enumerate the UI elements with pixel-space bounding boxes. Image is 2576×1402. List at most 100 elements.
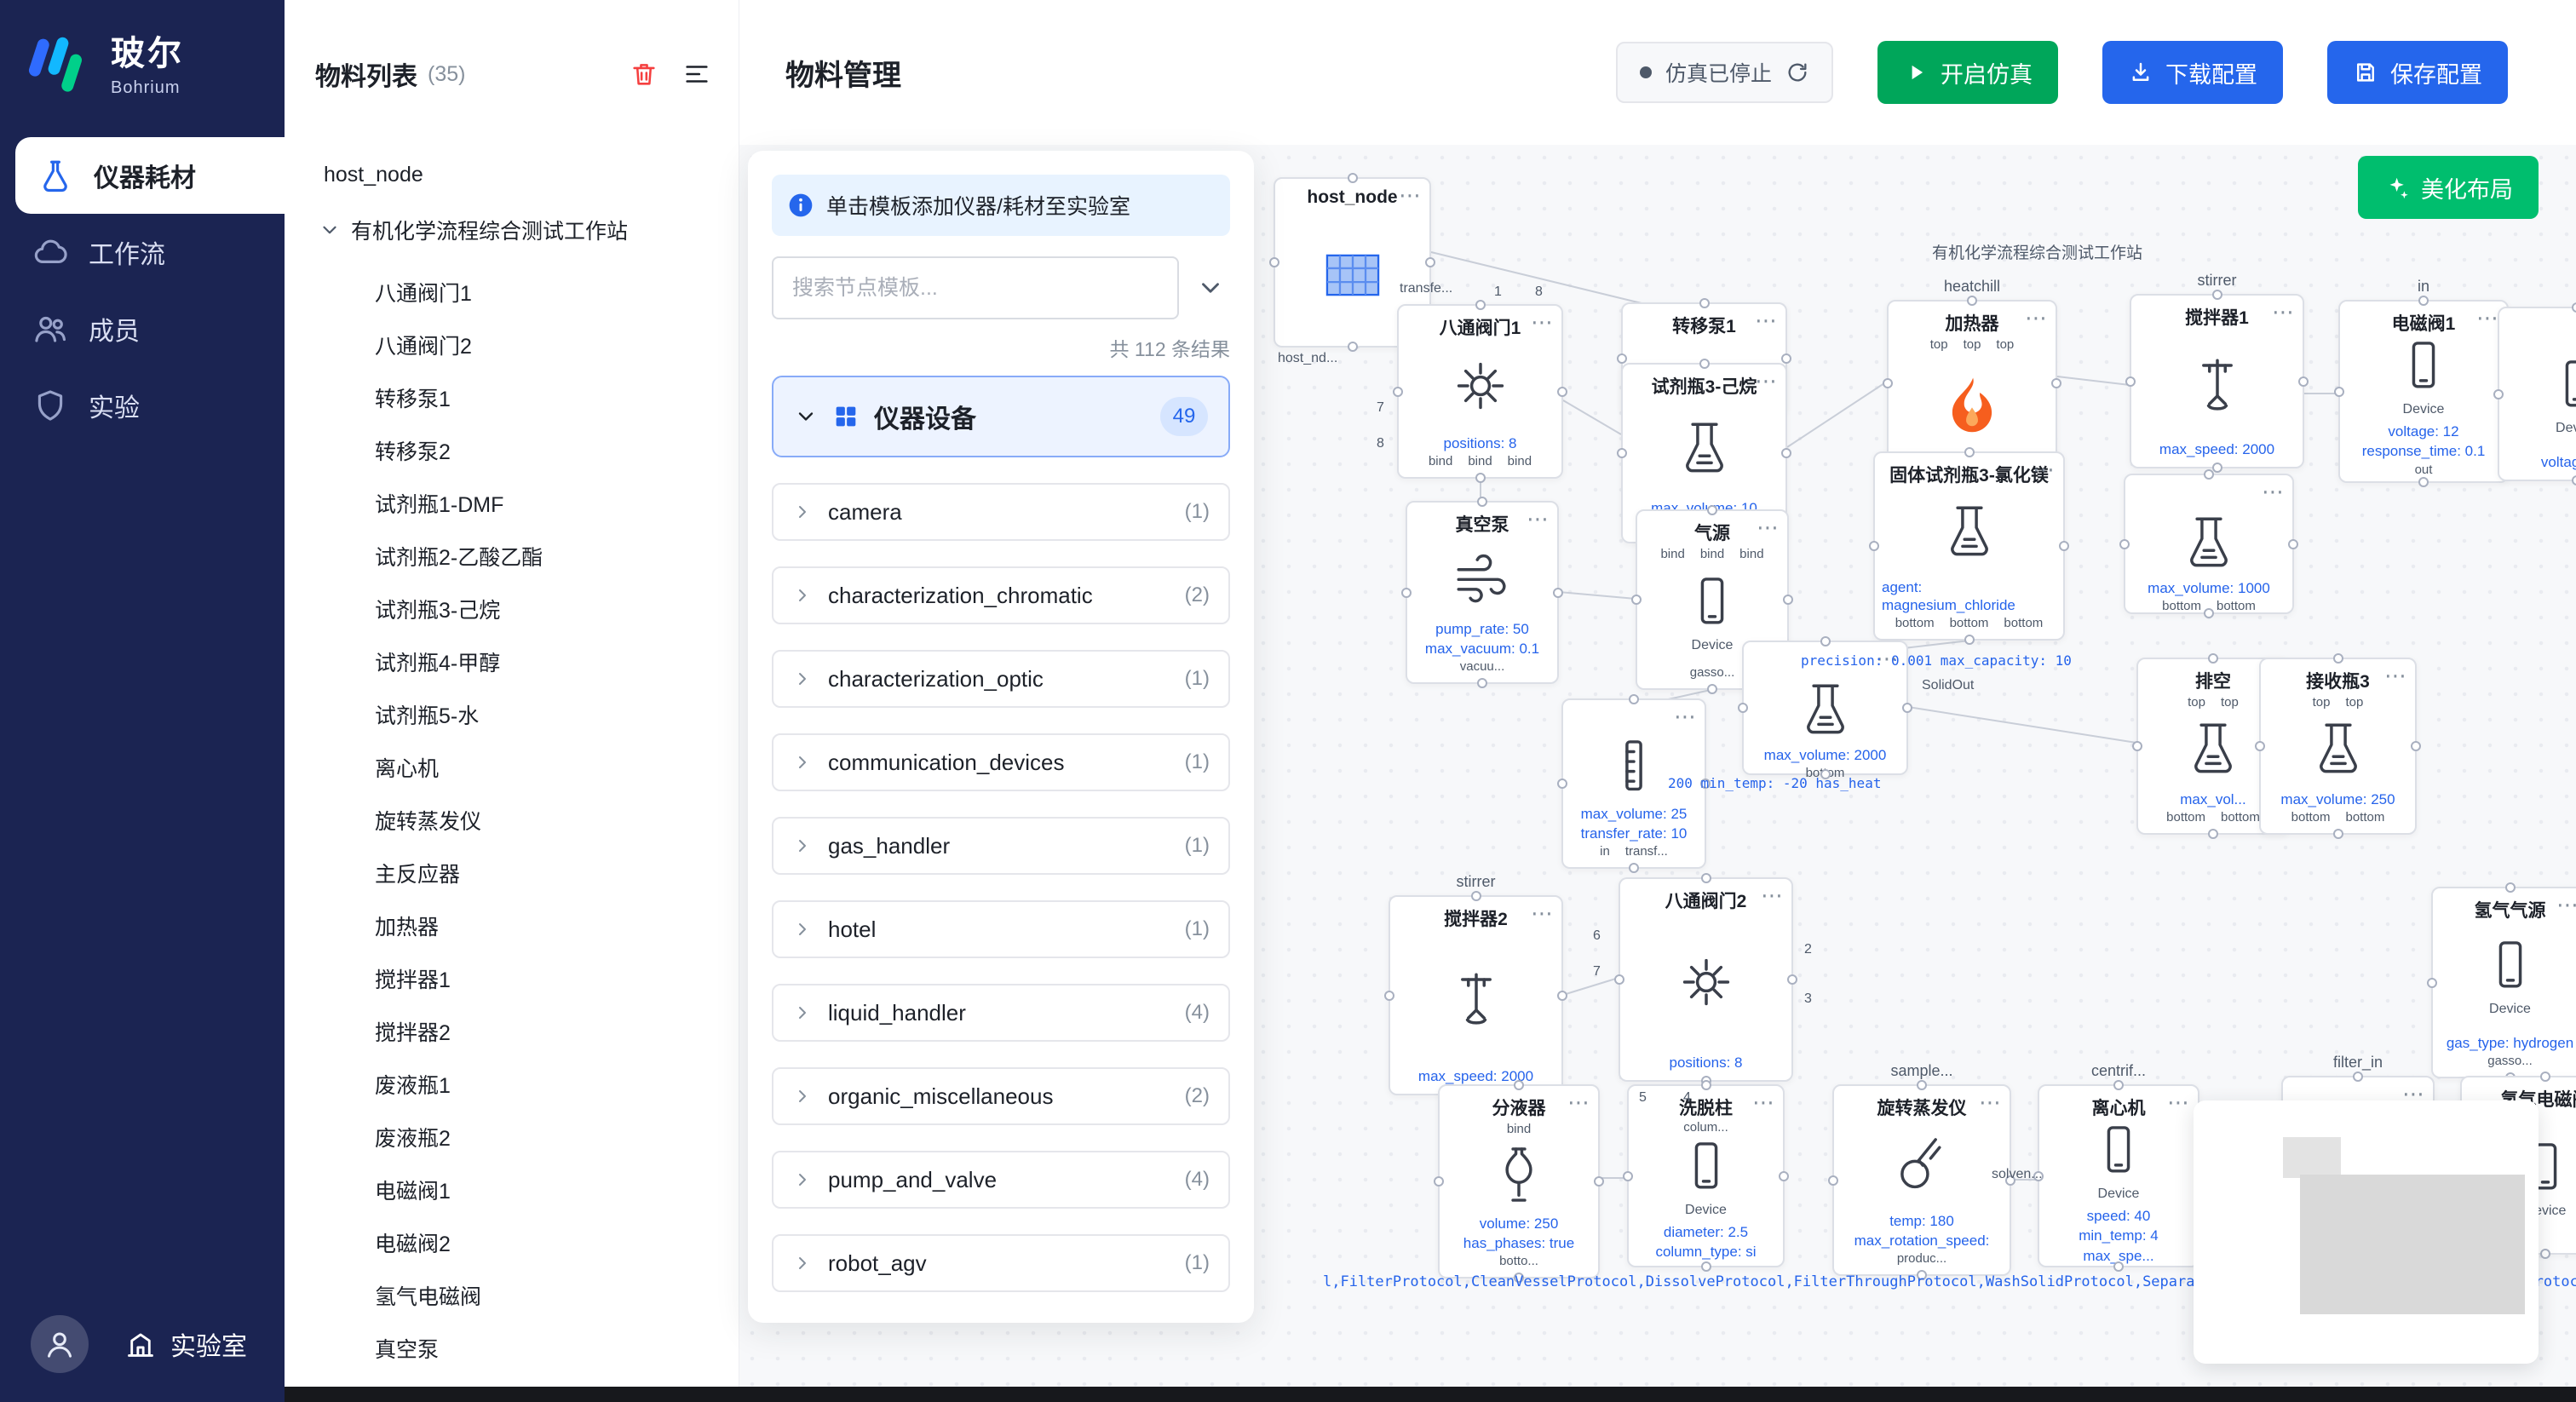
port-dot[interactable] [1553,587,1563,598]
tree-item[interactable]: 转移泵2 [375,440,451,464]
port-dot[interactable] [2540,1072,2550,1082]
tree-item[interactable]: 废液瓶1 [375,1074,451,1098]
port-dot[interactable] [1783,595,1793,605]
minimap[interactable] [2194,1100,2539,1364]
port-dot[interactable] [2418,477,2429,487]
collapse-panel-icon[interactable] [1196,273,1225,302]
port-dot[interactable] [1828,1175,1838,1186]
avatar[interactable] [31,1315,89,1373]
port-dot[interactable] [2504,882,2516,893]
port-dot[interactable] [1557,990,1567,1001]
port-dot[interactable] [2113,1261,2124,1272]
port-dot[interactable] [1617,448,1627,458]
category-hotel[interactable]: hotel (1) [772,900,1230,958]
port-dot[interactable] [2005,1175,2015,1186]
port-dot[interactable] [2540,1249,2550,1259]
port-dot[interactable] [1514,1080,1524,1090]
port-dot[interactable] [1779,1170,1789,1181]
beautify-layout-button[interactable]: 美化布局 [2358,156,2539,219]
port-dot[interactable] [2113,1080,2124,1090]
node-more-icon[interactable]: ⋯ [1567,1089,1590,1115]
port-dot[interactable] [1820,636,1831,646]
port-dot[interactable] [1869,541,1879,551]
port-dot[interactable] [1738,703,1748,713]
tree-item[interactable]: 试剂瓶3-己烷 [375,599,501,623]
port-dot[interactable] [1629,863,1639,873]
node-more-icon[interactable]: ⋯ [1755,307,1777,333]
port-dot[interactable] [1401,587,1412,598]
port-dot[interactable] [2132,741,2142,751]
port-dot[interactable] [2427,977,2437,988]
tree-item[interactable]: 废液瓶2 [375,1127,451,1151]
port-dot[interactable] [1964,635,1975,645]
node-more-icon[interactable]: ⋯ [1755,368,1777,394]
equipment-group-header[interactable]: 仪器设备 49 [772,376,1230,457]
sidebar-item-flask[interactable]: 仪器耗材 [15,137,285,214]
tree-item[interactable]: 电磁阀2 [375,1232,451,1256]
port-dot[interactable] [1347,173,1358,183]
port-dot[interactable] [2208,653,2218,664]
port-dot[interactable] [1699,359,1710,369]
port-dot[interactable] [1393,386,1403,397]
port-dot[interactable] [1425,257,1435,267]
delete-icon[interactable] [630,60,658,89]
node-main-reactor[interactable]: ⋯max_volume: 2000bottom [1738,636,1912,780]
template-search-input[interactable] [772,256,1179,319]
port-dot[interactable] [2418,296,2429,306]
category-characterization_chromatic[interactable]: characterization_chromatic (2) [772,566,1230,624]
port-dot[interactable] [2208,829,2218,839]
category-robot_agv[interactable]: robot_agv (1) [772,1234,1230,1292]
port-dot[interactable] [2125,376,2136,387]
port-dot[interactable] [2119,538,2130,549]
node-more-icon[interactable]: ⋯ [1527,506,1549,531]
port-dot[interactable] [1470,891,1481,901]
node-more-icon[interactable]: ⋯ [1399,182,1421,208]
port-dot[interactable] [2332,829,2343,839]
tree-item[interactable]: 试剂瓶5-水 [375,704,480,728]
port-dot[interactable] [1594,1176,1604,1187]
node-more-icon[interactable]: ⋯ [2025,305,2047,330]
port-dot[interactable] [2255,741,2265,751]
category-characterization_optic[interactable]: characterization_optic (1) [772,650,1230,708]
sidebar-item-workflow[interactable]: 工作流 [0,214,285,290]
node-more-icon[interactable]: ⋯ [2272,299,2294,325]
port-dot[interactable] [1617,353,1627,364]
port-dot[interactable] [2059,541,2069,551]
port-dot[interactable] [2298,376,2309,387]
tree-item[interactable]: 旋转蒸发仪 [375,810,482,834]
port-dot[interactable] [2353,1072,2363,1082]
tree-item[interactable]: 搅拌器1 [375,968,451,992]
sidebar-item-members[interactable]: 成员 [0,290,285,367]
category-organic_miscellaneous[interactable]: organic_miscellaneous (2) [772,1067,1230,1125]
category-communication_devices[interactable]: communication_devices (1) [772,733,1230,791]
node-more-icon[interactable]: ⋯ [1752,1089,1774,1115]
node-more-icon[interactable]: ⋯ [1531,900,1553,926]
port-dot[interactable] [1557,779,1567,789]
port-dot[interactable] [1781,353,1791,364]
tree-item[interactable]: 离心机 [375,757,440,781]
port-dot[interactable] [1557,386,1567,397]
port-dot[interactable] [2211,290,2222,300]
port-dot[interactable] [1967,296,1977,306]
node-more-icon[interactable]: ⋯ [1761,882,1783,908]
port-dot[interactable] [1434,1176,1444,1187]
port-dot[interactable] [2051,378,2061,388]
start-sim-button[interactable]: 开启仿真 [1877,41,2058,104]
node-more-icon[interactable]: ⋯ [1531,309,1553,335]
port-dot[interactable] [1475,473,1486,483]
port-dot[interactable] [2033,1170,2044,1181]
tree-group-workstation[interactable]: 有机化学流程综合测试工作站 [285,201,739,259]
tree-item-host-node[interactable]: host_node [324,162,423,187]
port-dot[interactable] [1820,769,1831,779]
tree-item[interactable]: 加热器 [375,916,440,939]
